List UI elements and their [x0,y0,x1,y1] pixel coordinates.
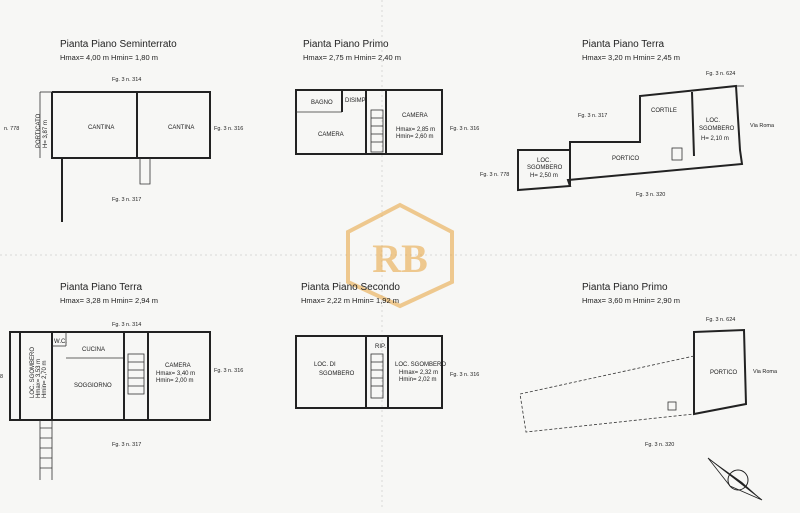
room-label: CORTILE [651,108,677,114]
plan-heights: Hmax= 3,20 m Hmin= 2,45 m [582,53,680,62]
plan-wall-outline [295,89,443,155]
room-label: CUCINA [82,347,105,353]
room-label: PORTICO [710,370,738,376]
room-height-label: Hmax= 3,40 m [156,371,195,377]
cadastral-ref-top: Fg. 3 n. 314 [112,322,141,328]
watermark-text: RB [372,236,428,281]
room-label: LOC. DI [314,362,336,368]
cadastral-ref-top: Fg. 3 n. 314 [112,77,141,83]
cadastral-ref-left: Fg. 3 n. 778 [480,172,509,178]
room-label: CANTINA [168,125,194,131]
portico-outline [519,355,695,433]
plan-wall-outline [517,84,744,192]
plan-wall-outline [693,328,748,416]
room-label: SGOMBERO [319,371,355,377]
plan-heights: Hmax= 3,60 m Hmin= 2,90 m [582,296,680,305]
plan-wall-outline [9,331,211,421]
plan-title: Pianta Piano Seminterrato [60,39,177,50]
room-label: LOC. SGOMBERO [30,347,36,398]
cadastral-ref-left: 8 [0,374,3,380]
watermark-shield-icon [346,202,454,309]
room-label: PORTICATO [36,113,42,148]
watermark-logo: RB [346,202,454,309]
cadastral-ref-left: n. 778 [4,126,19,132]
room-height-label: Hmax= 3,53 m [36,359,42,398]
room-label: SOGGIORNO [74,383,112,389]
plan-terra-right: Pianta Piano Terra Hmax= 3,20 m Hmin= 2,… [480,39,775,198]
room-label: LOC. [537,158,551,164]
room-height-label: H= 2,10 m [701,136,729,142]
plan-wall-outline [295,335,443,409]
plan-secondo: Pianta Piano Secondo Hmax= 2,22 m Hmin= … [295,282,479,409]
stair-icon [671,147,683,161]
cadastral-ref-top: Fg. 3 n. 624 [706,71,735,77]
north-arrow-icon [707,457,763,501]
street-label: Via Roma [753,369,778,375]
plan-title: Pianta Piano Terra [60,282,143,293]
cadastral-ref-right: Fg. 3 n. 316 [214,126,243,132]
stair-icon [127,353,145,395]
cadastral-ref-top: Fg. 3 n. 624 [706,317,735,323]
room-label: BAGNO [311,100,333,106]
cadastral-ref-right: Fg. 3 n. 316 [450,126,479,132]
room-label: CAMERA [165,363,191,369]
room-label: CAMERA [402,113,428,119]
plan-title: Pianta Piano Primo [582,282,668,293]
plan-heights: Hmax= 3,28 m Hmin= 2,94 m [60,296,158,305]
plan-seminterrato: Pianta Piano Seminterrato Hmax= 4,00 m H… [4,39,243,222]
room-height-label: Hmin= 2,60 m [396,134,434,140]
cadastral-ref-bottom: Fg. 3 n. 320 [645,442,674,448]
plan-heights: Hmax= 2,22 m Hmin= 1,92 m [301,296,399,305]
room-height-label: Hmax= 2,85 m [396,127,435,133]
room-label: RIP. [375,344,386,350]
plan-title: Pianta Piano Secondo [301,282,400,293]
cadastral-ref-right: Fg. 3 n. 316 [214,368,243,374]
room-label: SGOMBERO [527,165,563,171]
room-label: CAMERA [318,132,344,138]
cadastral-ref-bottom: Fg. 3 n. 317 [112,197,141,203]
plan-wall-outline [51,91,211,222]
plan-heights: Hmax= 4,00 m Hmin= 1,80 m [60,53,158,62]
plan-title: Pianta Piano Terra [582,39,665,50]
room-height-label: H= 2,50 m [530,173,558,179]
plan-title: Pianta Piano Primo [303,39,389,50]
room-label: LOC. [706,118,720,124]
plan-primo-right: Pianta Piano Primo Hmax= 3,60 m Hmin= 2,… [519,282,778,448]
partition-wall [691,91,695,157]
room-label: DISIMP. [345,98,367,104]
room-label: SGOMBERO [699,126,735,132]
cadastral-ref-right: Fg. 3 n. 316 [450,372,479,378]
cadastral-ref-bottom: Fg. 3 n. 320 [636,192,665,198]
stair-icon [667,401,677,411]
plan-primo-centre: Pianta Piano Primo Hmax= 2,75 m Hmin= 2,… [295,39,479,155]
room-label: PORTICO [612,156,640,162]
room-height-label: Hmin= 2,02 m [399,377,437,383]
plan-heights: Hmax= 2,75 m Hmin= 2,40 m [303,53,401,62]
room-label: W.C. [54,339,67,345]
room-label: CANTINA [88,125,114,131]
stair-icon [370,109,384,153]
room-height-label: Hmin= 2,00 m [156,378,194,384]
room-height-label: Hmin= 2,70 m [42,360,48,398]
stair-icon [370,353,384,399]
cadastral-ref-topleft: Fg. 3 n. 317 [578,113,607,119]
room-height-label: H= 3,87 m [43,120,49,148]
street-label: Via Roma [750,123,775,129]
cadastral-ref-bottom: Fg. 3 n. 317 [112,442,141,448]
external-stair-icon [39,420,53,480]
room-height-label: Hmax= 2,32 m [399,370,438,376]
plan-terra-left: Pianta Piano Terra Hmax= 3,28 m Hmin= 2,… [0,282,243,480]
room-label: LOC. SGOMBERO [395,362,446,368]
stair-well [139,158,151,185]
